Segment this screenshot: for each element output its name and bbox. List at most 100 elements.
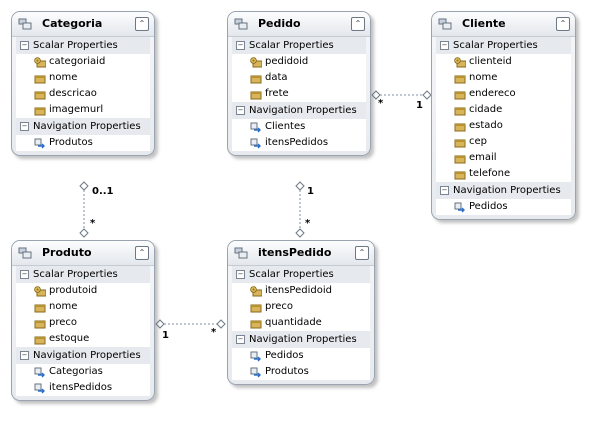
property-name: Categorias: [49, 366, 103, 377]
navigation-property[interactable]: Pedidos: [232, 348, 370, 364]
entity-title: Produto: [42, 246, 92, 259]
scalar-property[interactable]: email: [436, 150, 571, 166]
navigation-properties-section[interactable]: −Navigation Properties: [232, 331, 370, 348]
section-collapse-icon[interactable]: −: [236, 335, 245, 344]
scalar-property[interactable]: data: [232, 70, 366, 86]
entity-header[interactable]: Categoria ⌃: [12, 12, 154, 37]
property-name: nome: [49, 72, 78, 83]
property-icon: [454, 121, 466, 132]
entity-header[interactable]: Produto ⌃: [12, 241, 154, 266]
entity-header[interactable]: Cliente⌃: [432, 12, 575, 37]
navigation-properties-section[interactable]: −Navigation Properties: [232, 102, 366, 119]
property-icon: [34, 302, 46, 313]
collapse-chevron-icon[interactable]: ⌃: [135, 246, 149, 260]
property-name: telefone: [469, 168, 511, 179]
scalar-properties-section[interactable]: −Scalar Properties: [16, 37, 150, 54]
section-collapse-icon[interactable]: −: [20, 270, 29, 279]
navigation-property[interactable]: itensPedidos: [16, 380, 150, 396]
collapse-chevron-icon[interactable]: ⌃: [351, 17, 365, 31]
scalar-property[interactable]: cep: [436, 134, 571, 150]
entity-type-icon: [18, 247, 32, 259]
collapse-chevron-icon[interactable]: ⌃: [135, 17, 149, 31]
scalar-property[interactable]: endereco: [436, 86, 571, 102]
property-name: endereco: [469, 88, 516, 99]
collapse-chevron-icon[interactable]: ⌃: [556, 17, 570, 31]
section-title: Navigation Properties: [33, 350, 141, 361]
scalar-property[interactable]: nome: [16, 299, 150, 315]
scalar-property[interactable]: frete: [232, 86, 366, 102]
property-name: data: [265, 72, 288, 83]
navigation-property[interactable]: itensPedidos: [232, 135, 366, 151]
property-name: estoque: [49, 333, 90, 344]
section-collapse-icon[interactable]: −: [440, 41, 449, 50]
entity-title: Pedido: [258, 17, 301, 30]
entity-title: Categoria: [42, 17, 103, 30]
navigation-property[interactable]: Produtos: [232, 364, 370, 380]
scalar-property[interactable]: nome: [16, 70, 150, 86]
multiplicity-pedido-cliente-to: 1: [416, 100, 423, 111]
scalar-property[interactable]: produtoid: [16, 283, 150, 299]
scalar-property[interactable]: estoque: [16, 331, 150, 347]
entity-type-icon: [438, 18, 452, 30]
property-name: itensPedidos: [49, 382, 113, 393]
navigation-properties-section[interactable]: −Navigation Properties: [16, 347, 150, 364]
navigation-property-icon: [250, 351, 262, 362]
property-icon: [454, 153, 466, 164]
navigation-properties-section[interactable]: −Navigation Properties: [436, 182, 571, 199]
key-property-icon: [34, 286, 47, 297]
scalar-property[interactable]: itensPedidoid: [232, 283, 370, 299]
property-name: preco: [265, 301, 294, 312]
navigation-property[interactable]: Categorias: [16, 364, 150, 380]
property-name: cidade: [469, 104, 503, 115]
scalar-property[interactable]: descricao: [16, 86, 150, 102]
scalar-properties-section[interactable]: −Scalar Properties: [232, 37, 366, 54]
scalar-property[interactable]: estado: [436, 118, 571, 134]
navigation-property[interactable]: Pedidos: [436, 199, 571, 215]
navigation-properties-section[interactable]: −Navigation Properties: [16, 118, 150, 135]
section-title: Scalar Properties: [33, 269, 118, 280]
navigation-property[interactable]: Clientes: [232, 119, 366, 135]
entity-header[interactable]: itensPedido⌃: [228, 241, 374, 266]
entity-type-icon: [18, 18, 32, 30]
scalar-properties-section[interactable]: −Scalar Properties: [436, 37, 571, 54]
scalar-property[interactable]: clienteid: [436, 54, 571, 70]
section-collapse-icon[interactable]: −: [236, 41, 245, 50]
scalar-property[interactable]: categoriaid: [16, 54, 150, 70]
section-collapse-icon[interactable]: −: [20, 351, 29, 360]
scalar-property[interactable]: preco: [232, 299, 370, 315]
collapse-chevron-icon[interactable]: ⌃: [355, 246, 369, 260]
scalar-property[interactable]: pedidoid: [232, 54, 366, 70]
scalar-property[interactable]: imagemurl: [16, 102, 150, 118]
section-collapse-icon[interactable]: −: [236, 106, 245, 115]
section-collapse-icon[interactable]: −: [236, 270, 245, 279]
scalar-properties-section[interactable]: −Scalar Properties: [232, 266, 370, 283]
entity-itenspedido[interactable]: itensPedido⌃−Scalar Properties itensPedid…: [227, 240, 375, 385]
property-name: Clientes: [265, 121, 306, 132]
property-name: Pedidos: [469, 201, 508, 212]
multiplicity-produto-itenspedido-from: 1: [162, 330, 169, 341]
scalar-property[interactable]: nome: [436, 70, 571, 86]
property-icon: [250, 302, 262, 313]
section-collapse-icon[interactable]: −: [440, 186, 449, 195]
scalar-property[interactable]: cidade: [436, 102, 571, 118]
section-collapse-icon[interactable]: −: [20, 41, 29, 50]
scalar-properties-section[interactable]: −Scalar Properties: [16, 266, 150, 283]
property-name: Pedidos: [265, 350, 304, 361]
navigation-property-icon: [34, 138, 46, 149]
section-collapse-icon[interactable]: −: [20, 122, 29, 131]
entity-header[interactable]: Pedido ⌃: [228, 12, 370, 37]
property-name: itensPedidoid: [265, 285, 332, 296]
property-icon: [34, 105, 46, 116]
entity-body: −Scalar Properties itensPedidoid preco quan…: [232, 266, 370, 380]
association-end-categoria: [79, 181, 89, 191]
property-icon: [454, 73, 466, 84]
scalar-property[interactable]: telefone: [436, 166, 571, 182]
navigation-property[interactable]: Produtos: [16, 135, 150, 151]
scalar-property[interactable]: preco: [16, 315, 150, 331]
scalar-property[interactable]: quantidade: [232, 315, 370, 331]
